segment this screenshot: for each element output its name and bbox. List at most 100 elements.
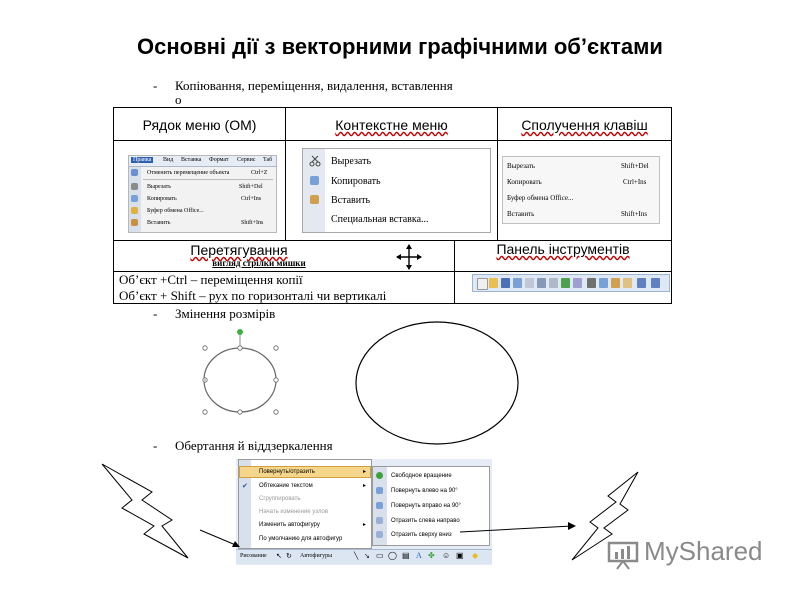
bullet-copy-continuation: о bbox=[175, 92, 182, 107]
shortcut-item-clipboard[interactable]: Буфер обмена Office... bbox=[507, 194, 574, 202]
open-icon[interactable] bbox=[489, 278, 498, 288]
paste-icon[interactable] bbox=[611, 278, 620, 288]
arrow-icon[interactable]: ↘ bbox=[364, 552, 370, 560]
header-menu-bar: Рядок меню (ОМ) bbox=[113, 107, 286, 141]
shortcut-key-copy: Ctrl+Ins bbox=[623, 178, 647, 186]
shortcut-item-cut[interactable]: Вырезать bbox=[507, 162, 536, 170]
draw-menu-item-change-shape[interactable]: Изменить автофигуру bbox=[259, 522, 320, 528]
cell-toolbar-shot bbox=[454, 271, 672, 304]
fill-color-icon[interactable]: ◆ bbox=[472, 551, 479, 560]
menu-item-cut[interactable]: Вырезать bbox=[147, 184, 172, 190]
draw-menu-item-wrap-text[interactable]: Обтекание текстом bbox=[259, 483, 313, 489]
header-toolbar: Панель інструментів bbox=[454, 240, 672, 272]
preview-icon[interactable] bbox=[549, 278, 558, 288]
draw-menu-item-edit-points: Начать изменение узлов bbox=[259, 509, 329, 515]
note-ctrl: Об’єкт +Ctrl – переміщення копії bbox=[119, 272, 303, 287]
copy-icon[interactable] bbox=[599, 278, 608, 288]
menubar-item-tools[interactable]: Сервис bbox=[237, 157, 256, 163]
menubar-item-insert[interactable]: Вставка bbox=[181, 157, 202, 163]
draw-menu-highlight bbox=[239, 466, 371, 478]
context-item-paste[interactable]: Вставить bbox=[331, 195, 371, 206]
bullet-resize: - Змінення розмірів bbox=[153, 306, 353, 322]
research-icon[interactable] bbox=[573, 278, 582, 288]
context-icon-strip bbox=[303, 149, 325, 232]
pointer-arrows bbox=[199, 522, 576, 547]
lightning-bolt-left-icon bbox=[101, 463, 189, 559]
bullet-resize-text: Змінення розмірів bbox=[175, 306, 276, 321]
email-icon[interactable] bbox=[525, 278, 534, 288]
resize-handle[interactable] bbox=[273, 345, 279, 351]
shortcut-item-paste[interactable]: Вставить bbox=[507, 210, 535, 218]
resize-handle[interactable] bbox=[237, 345, 243, 351]
line-icon[interactable]: ╲ bbox=[354, 552, 359, 560]
picture-icon[interactable]: ▣ bbox=[456, 551, 464, 560]
rotate-icon[interactable]: ↻ bbox=[286, 552, 292, 560]
menubar-item-view[interactable]: Вид bbox=[163, 157, 174, 163]
menu-item-undo[interactable]: Отменить перемещение объекта bbox=[147, 170, 230, 176]
menubar-item-format[interactable]: Формат bbox=[209, 157, 229, 163]
draw-menu-item-defaults[interactable]: По умолчанию для автофигур bbox=[259, 536, 343, 542]
shortcut-screenshot: Вырезать Shift+Del Копировать Ctrl+Ins Б… bbox=[502, 156, 660, 224]
undo-icon[interactable] bbox=[637, 278, 646, 288]
toolbar-draw-button[interactable]: Рисование bbox=[240, 553, 267, 559]
submenu-item-free-rotate[interactable]: Свободное вращение bbox=[391, 473, 452, 479]
presentation-board-icon bbox=[607, 541, 639, 570]
context-item-copy[interactable]: Копировать bbox=[331, 176, 381, 187]
menubar-strip: Правка Вид Вставка Формат Сервис Таб bbox=[129, 156, 276, 167]
rotate-flip-submenu: Свободное вращение Повернуть влево на 90… bbox=[372, 466, 490, 546]
draw-menu-item-rotate-flip[interactable]: Повернуть/отразить bbox=[259, 469, 315, 475]
textbox-icon[interactable]: ▤ bbox=[402, 551, 410, 560]
save-icon[interactable] bbox=[501, 278, 510, 288]
spelling-icon[interactable] bbox=[561, 278, 570, 288]
wordart-icon[interactable]: A bbox=[416, 551, 422, 560]
context-item-paste-special[interactable]: Специальная вставка... bbox=[331, 214, 429, 225]
menubar-item-edit[interactable]: Правка bbox=[131, 157, 154, 163]
submenu-item-rotate-right[interactable]: Повернуть вправо на 90° bbox=[391, 503, 461, 509]
draw-menu-item-group: Сгруппировать bbox=[259, 496, 301, 502]
menu-item-clipboard[interactable]: Буфер обмена Office... bbox=[147, 208, 204, 214]
rotation-handle[interactable] bbox=[237, 329, 243, 335]
bullet-rotate-text: Обертання й віддзеркалення bbox=[175, 438, 333, 453]
bullet-dash: - bbox=[153, 438, 158, 453]
submenu-item-rotate-left[interactable]: Повернуть влево на 90° bbox=[391, 488, 458, 494]
menu-item-cut-key: Shift+Del bbox=[239, 184, 263, 190]
header-dragging-label: Перетягування bbox=[190, 242, 288, 258]
scissors-icon bbox=[309, 155, 321, 167]
new-icon[interactable] bbox=[477, 278, 488, 290]
menu-item-paste[interactable]: Вставить bbox=[147, 220, 171, 226]
dragging-sub-label: вигляд стрілки мишки bbox=[212, 258, 306, 268]
permission-icon[interactable] bbox=[513, 278, 522, 288]
select-arrow-icon[interactable]: ↖ bbox=[276, 552, 282, 560]
draw-menu-icon-strip bbox=[239, 460, 251, 548]
menu-item-copy[interactable]: Копировать bbox=[147, 196, 177, 202]
print-icon[interactable] bbox=[537, 278, 546, 288]
submenu-item-flip-vertical[interactable]: Отразить сверху вниз bbox=[391, 532, 452, 538]
diagram-icon[interactable]: ✤ bbox=[428, 551, 435, 560]
draw-menu: Повернуть/отразить ▸ ✔ Обтекание текстом… bbox=[238, 459, 372, 549]
header-shortcuts-label: Сполучення клавіш bbox=[521, 117, 648, 133]
menubar-item-table[interactable]: Таб bbox=[263, 157, 273, 163]
submenu-arrow-icon: ▸ bbox=[363, 469, 367, 475]
resize-handle[interactable] bbox=[237, 409, 243, 415]
resize-handle[interactable] bbox=[273, 377, 279, 383]
cell-notes: Об’єкт +Ctrl – переміщення копії Об’єкт … bbox=[113, 271, 455, 304]
cut-icon[interactable] bbox=[587, 278, 596, 288]
toolbar-autoshapes-button[interactable]: Автофигуры bbox=[300, 553, 333, 559]
shortcut-item-copy[interactable]: Копировать bbox=[507, 178, 542, 186]
redo-icon[interactable] bbox=[651, 278, 660, 288]
resize-handle[interactable] bbox=[273, 409, 279, 415]
toolbar-screenshot bbox=[472, 274, 670, 292]
resize-handle[interactable] bbox=[202, 409, 208, 415]
menu-divider bbox=[143, 179, 273, 180]
bullet-copy-text: Копіювання, переміщення, видалення, вста… bbox=[175, 78, 453, 93]
rectangle-icon[interactable]: ▭ bbox=[376, 551, 384, 560]
resize-handle[interactable] bbox=[202, 345, 208, 351]
context-item-cut[interactable]: Вырезать bbox=[331, 156, 372, 167]
submenu-item-flip-horizontal[interactable]: Отразить слева направо bbox=[391, 518, 460, 524]
shortcut-key-paste: Shift+Ins bbox=[621, 210, 648, 218]
clipart-icon[interactable]: ☺ bbox=[442, 551, 451, 560]
format-painter-icon[interactable] bbox=[623, 278, 632, 288]
selected-circle-shape[interactable] bbox=[203, 347, 277, 413]
oval-icon[interactable]: ◯ bbox=[388, 551, 397, 560]
menu-bar-screenshot: Правка Вид Вставка Формат Сервис Таб Отм… bbox=[128, 155, 277, 233]
